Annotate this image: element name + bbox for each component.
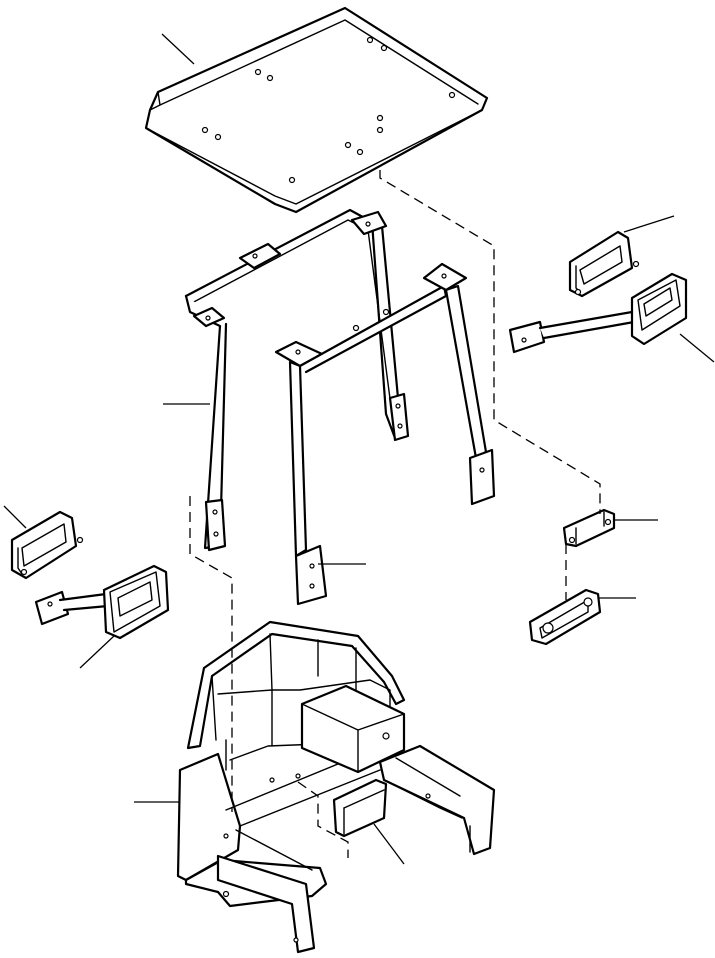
rear-frame [184, 208, 410, 552]
fuel-tank [300, 684, 406, 774]
canopy-roof-panel [144, 6, 489, 214]
right-lamp-bracket [508, 272, 688, 354]
assembly-dashed-lines [189, 170, 601, 858]
right-mount-bracket [562, 508, 616, 548]
right-reflector [528, 588, 602, 646]
left-lamp-bracket [34, 564, 170, 640]
leader-lines [3, 33, 715, 865]
roof-mounting-holes [201, 36, 456, 184]
right-work-lamp [568, 230, 640, 298]
operator-station [176, 620, 496, 954]
left-work-lamp [10, 510, 84, 580]
small-bracket [332, 778, 388, 838]
front-frame [274, 262, 496, 606]
